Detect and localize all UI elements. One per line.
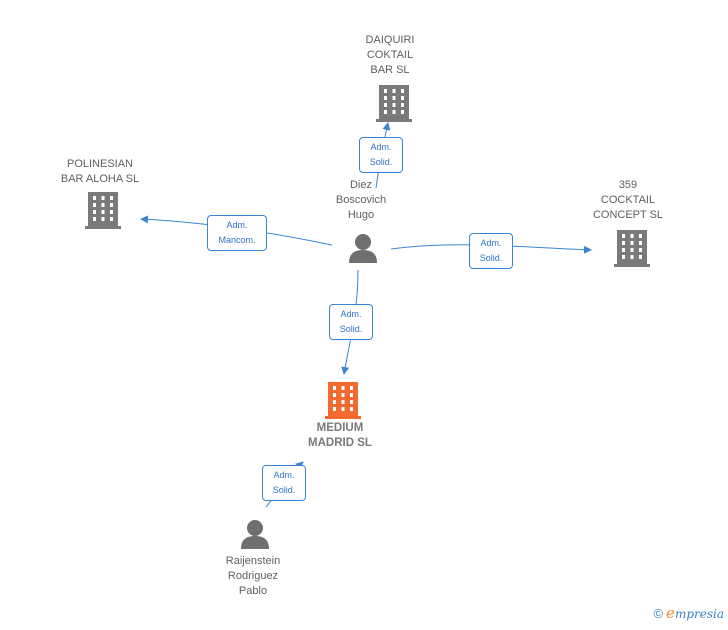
edge-label-line1: Adm. [226,220,248,230]
edge-label-medium: Adm. Solid. [329,304,373,340]
edge-label-polinesian: Adm. Mancom. [207,215,267,251]
edge-label-359-cocktail: Adm. Solid. [469,233,513,269]
person-icon [241,520,269,549]
node-label-raijenstein[interactable]: Raijenstein Rodriguez Pablo [225,555,281,597]
building-icon [85,192,121,229]
person-icon [349,234,377,263]
edge-label-daiquiri: Adm. Solid. [359,137,403,173]
edge-label-line2: Solid. [272,485,296,495]
edge-label-line1: Adm. [340,309,362,319]
edge-label-line1: Adm. [480,238,502,248]
building-icon [376,85,412,122]
edge-label-line2: Solid. [369,157,393,167]
edge-label-line1: Adm. [273,470,295,480]
empresia-logo[interactable]: ©empresia [653,604,724,622]
edge-label-line2: Solid. [479,253,503,263]
edge-label-line2: Mancom. [218,235,256,245]
brand-initial: e [666,604,675,622]
edge-label-raijenstein: Adm. Solid. [262,465,306,501]
building-icon [614,230,650,267]
brand-name: mpresia [674,607,724,621]
building-icon [325,382,361,419]
edge-label-line1: Adm. [370,142,392,152]
copyright-icon: © [653,606,664,621]
node-label-359-cocktail[interactable]: 359 COCKTAIL CONCEPT SL [592,179,664,221]
node-label-daiquiri[interactable]: DAIQUIRI COKTAIL BAR SL [365,34,415,76]
node-label-diez-boscovich[interactable]: Diez Boscovich Hugo [335,179,387,221]
node-label-polinesian[interactable]: POLINESIAN BAR ALOHA SL [60,158,140,185]
edge-label-line2: Solid. [339,324,363,334]
node-label-medium-madrid[interactable]: MEDIUM MADRID SL [308,422,372,449]
